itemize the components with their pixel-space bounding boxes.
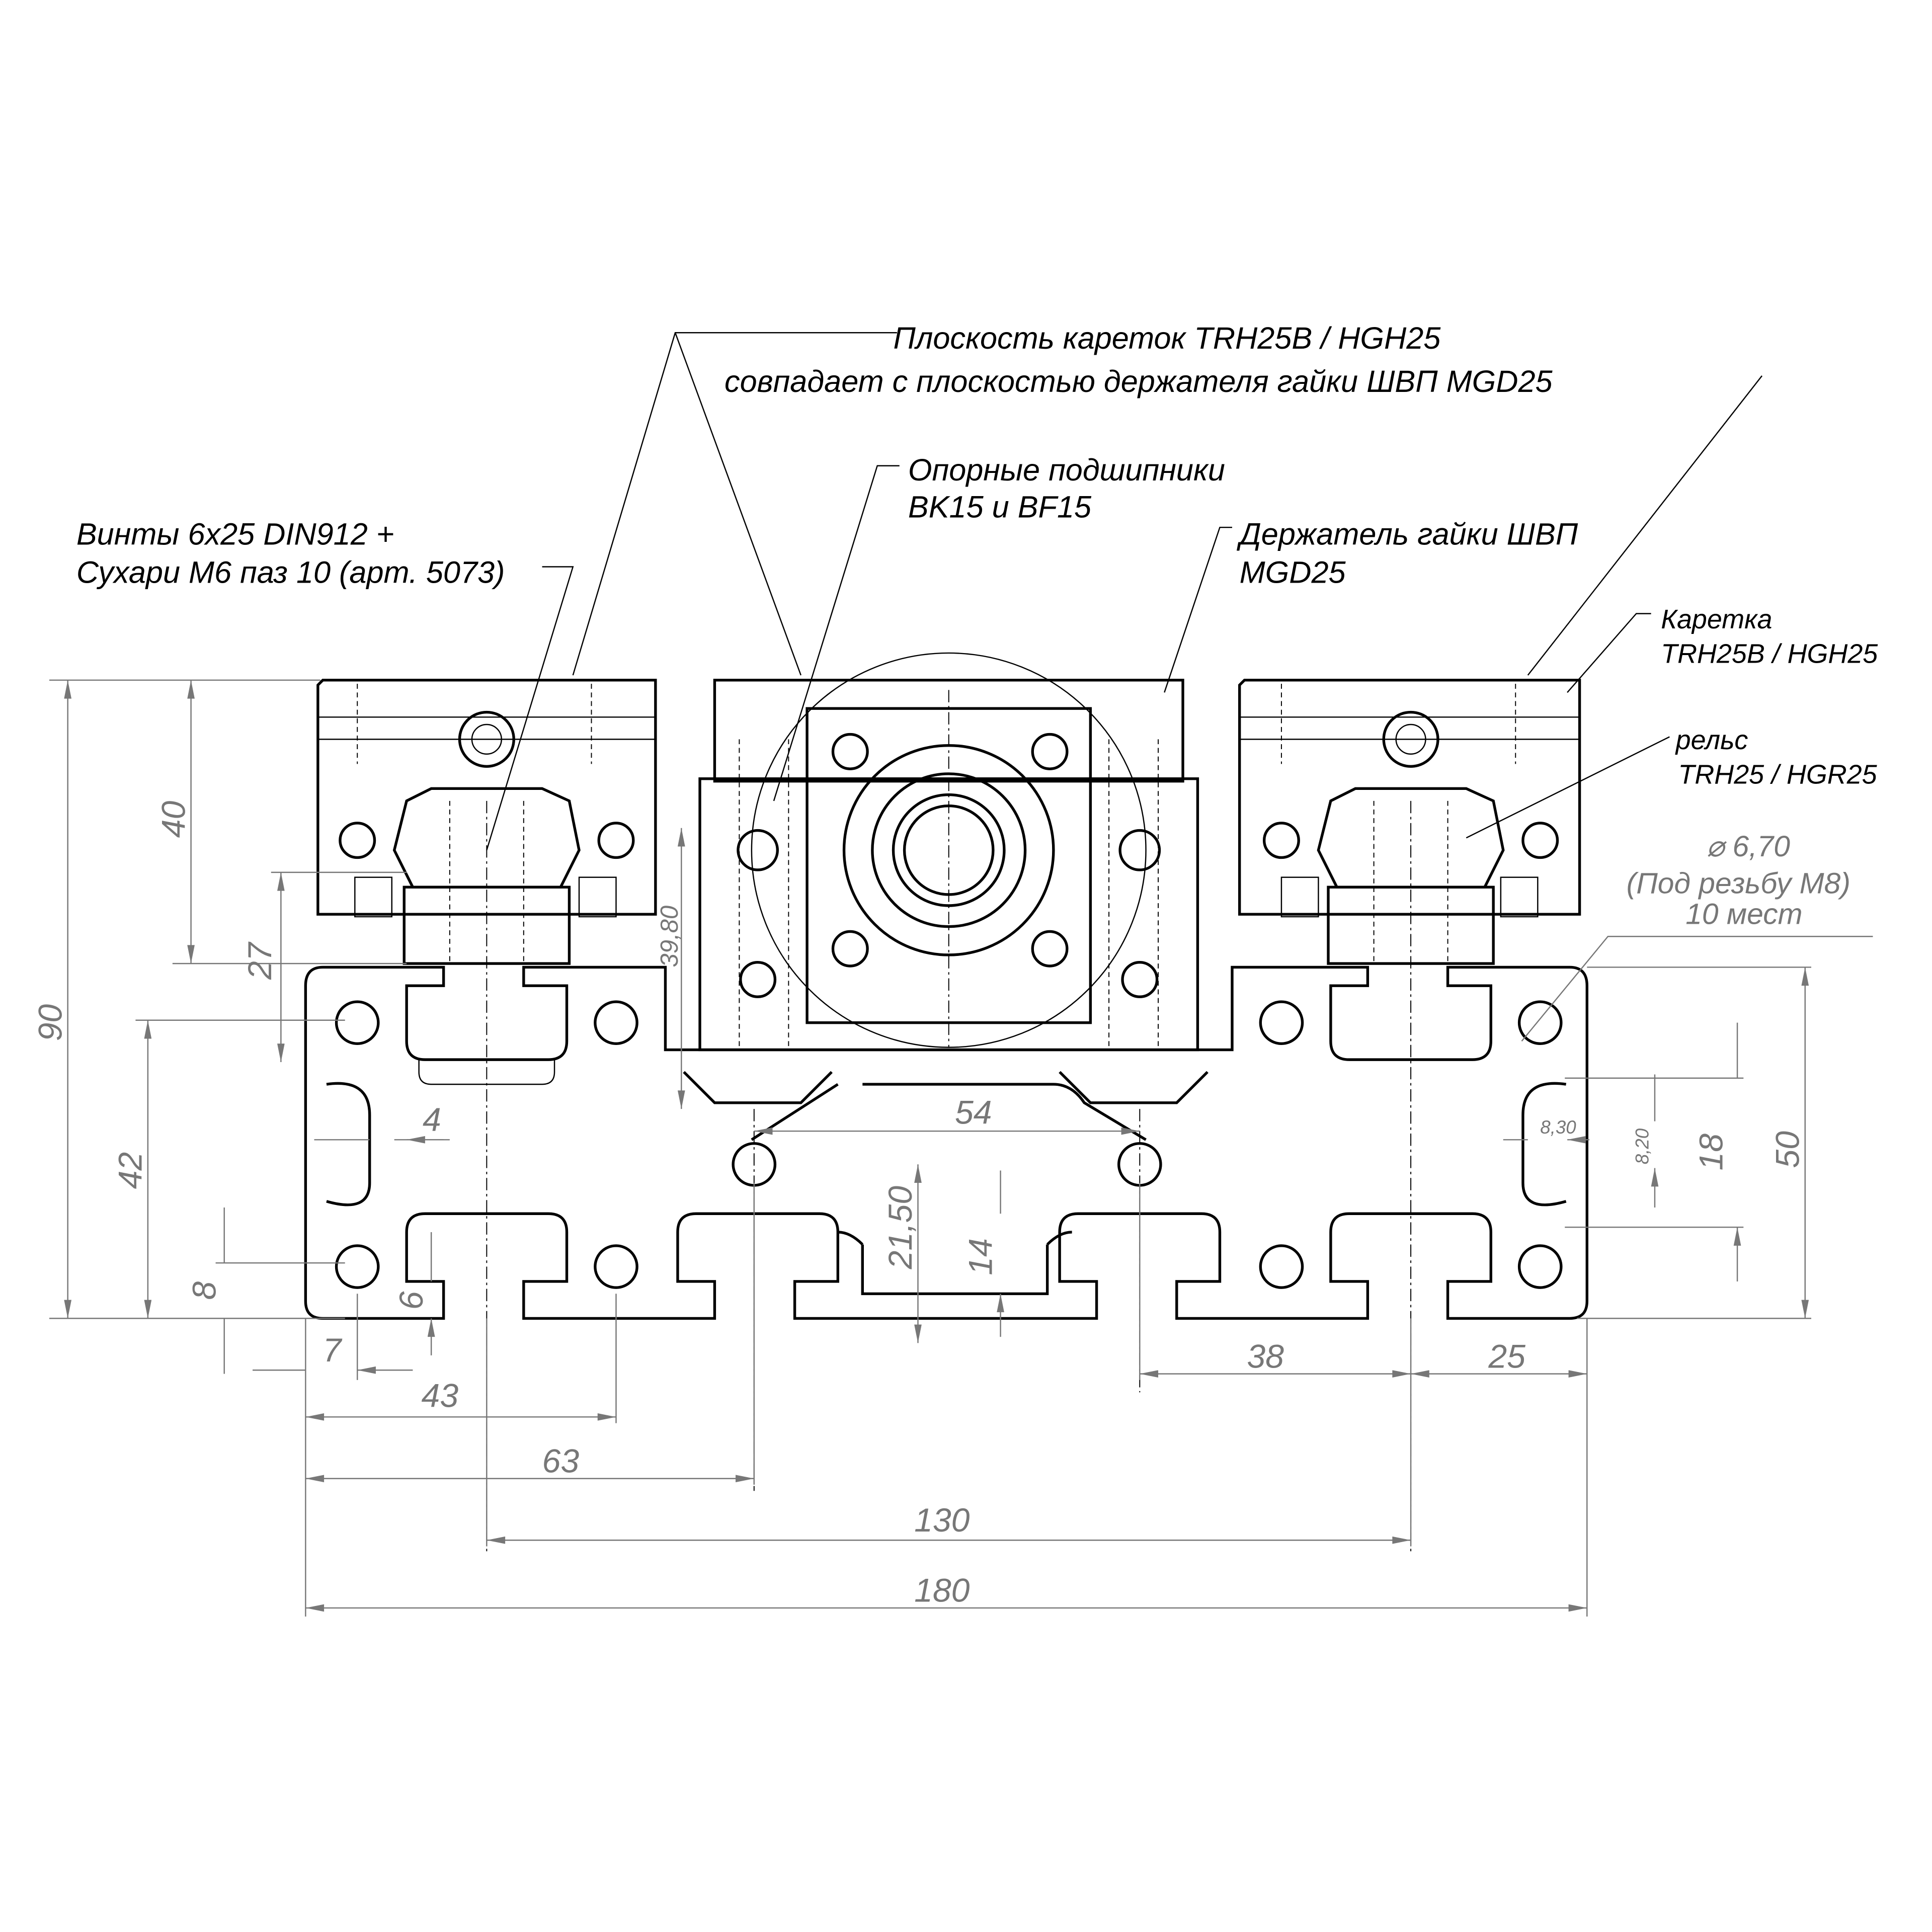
plane-note-line1: Плоскость кареток TRH25B / HGH25 [894,321,1441,355]
dim-43: 43 [422,1378,459,1415]
dim-8-20: 8,20 [1632,1128,1653,1164]
dim-18: 18 [1693,1134,1730,1171]
nut-holder-note-line2: MGD25 [1240,555,1346,589]
dim-21-50: 21,50 [882,1186,919,1270]
plane-note-line2: совпадает с плоскостью держателя гайки Ш… [725,364,1553,398]
dim-38: 38 [1247,1338,1284,1375]
dim-50: 50 [1769,1131,1807,1168]
hole-note-line2: (Под резьбу М8) [1627,867,1850,900]
carriage-note-line1: Каретка [1661,604,1772,634]
dim-54: 54 [955,1094,992,1131]
left-carriage [316,679,657,965]
leader-lines [486,332,1873,1042]
dim-40: 40 [155,801,192,838]
dim-14: 14 [962,1238,999,1275]
dim-8: 8 [186,1281,223,1300]
dim-39-80: 39,80 [656,906,683,968]
hole-note-line3: 10 мест [1685,898,1802,931]
dim-7: 7 [323,1332,343,1369]
dimension-texts: 90 40 27 42 4 8 6 7 43 63 130 180 54 21,… [32,801,1806,1609]
annotations: Плоскость кареток TRH25B / HGH25 совпада… [76,321,1878,931]
dim-27: 27 [242,941,279,980]
bearing-support-block [698,652,1199,1052]
screws-note-line1: Винты 6x25 DIN912 + [76,517,394,551]
mounting-holes [335,1000,1563,1289]
dim-8-30: 8,30 [1540,1117,1576,1138]
dim-180: 180 [914,1572,970,1609]
rail-note-line1: рельс [1675,725,1748,755]
dim-42: 42 [112,1152,149,1189]
dim-130: 130 [914,1502,970,1539]
right-carriage [1238,679,1581,965]
dimension-lines [49,679,1811,1617]
rail-note-line2: TRH25 / HGR25 [1678,760,1878,790]
bearings-note-line1: Опорные подшипники [908,453,1225,487]
nut-holder-note-line1: Держатель гайки ШВП [1237,517,1578,551]
carriage-note-line2: TRH25B / HGH25 [1661,639,1878,669]
bearings-note-line2: BK15 и BF15 [908,490,1092,524]
hole-note-line1: ⌀ 6,70 [1707,830,1790,863]
dim-4: 4 [423,1101,441,1139]
aluminium-profile [304,690,1588,1553]
dim-6: 6 [393,1291,430,1310]
dim-63: 63 [542,1443,580,1480]
dim-25: 25 [1488,1338,1525,1375]
screws-note-line2: Сухари М6 паз 10 (арт. 5073) [76,555,505,589]
dim-90: 90 [32,1004,69,1041]
